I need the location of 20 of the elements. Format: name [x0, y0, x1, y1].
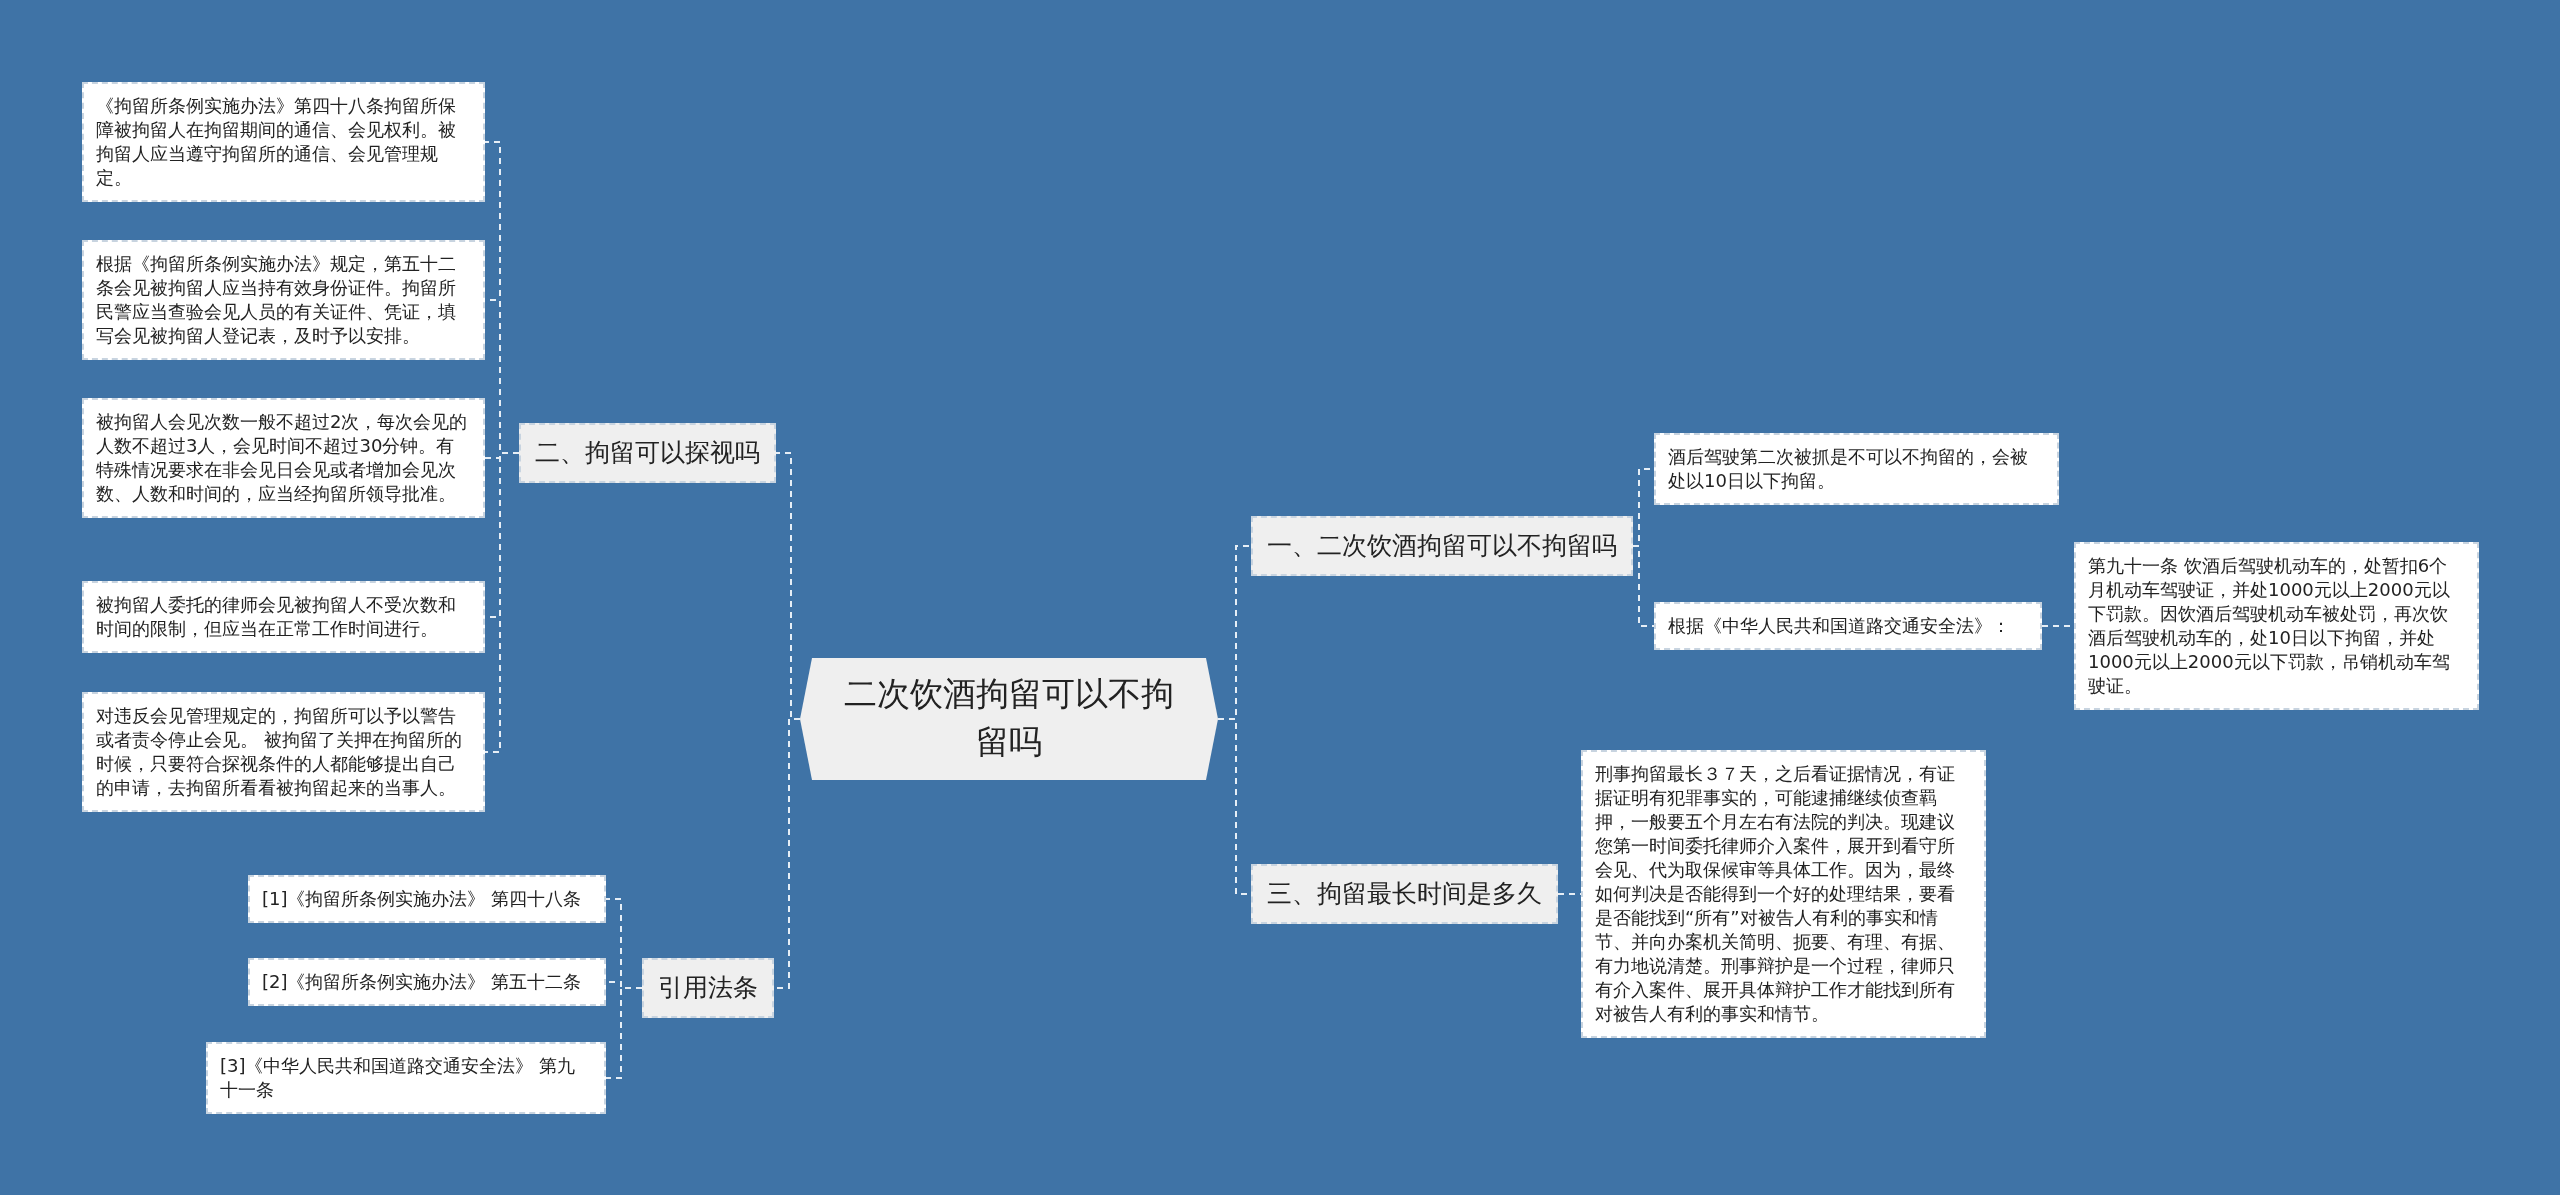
- topic-box: 一、二次饮酒拘留可以不拘留吗: [1251, 516, 1633, 576]
- connector: [1632, 545, 1655, 627]
- connector: [605, 987, 643, 1079]
- text-box: 对违反会见管理规定的，拘留所可以予以警告或者责令停止会见。 被拘留了关押在拘留所的时候，只要符合探视条件的人都能够提出自己的申请，去拘留所看看被拘留起来的当事人。: [82, 692, 485, 812]
- text-box: 《拘留所条例实施办法》第四十八条拘留所保障被拘留人在拘留期间的通信、会见权利。被拘留人应当遵守拘留所的通信、会见管理规定。: [82, 82, 485, 202]
- text-box: 被拘留人会见次数一般不超过2次，每次会见的人数不超过3人，会见时间不超过30分钟。有特殊情况要求在非会见日会见或者增加会见次数、人数和时间的，应当经拘留所领导批准。: [82, 398, 485, 518]
- text-box: [2]《拘留所条例实施办法》 第五十二条: [248, 958, 606, 1006]
- text-box: 第九十一条 饮酒后驾驶机动车的，处暂扣6个月机动车驾驶证，并处1000元以上2000元以下罚款。因饮酒后驾驶机动车被处罚，再次饮酒后驾驶机动车的，处10日以下拘留，并处1000元以上2000元以下罚款，吊销机动车驾驶证。: [2074, 542, 2479, 710]
- topic-box: 二、拘留可以探视吗: [519, 423, 776, 483]
- text-box: 刑事拘留最长３７天，之后看证据情况，有证据证明有犯罪事实的，可能逮捕继续侦查羁押，一般要五个月左右有法院的判决。现建议您第一时间委托律师介入案件，展开到看守所会见、代为取保候审等具体工作。因为，最终如何判决是否能得到一个好的处理结果，要看是否能找到“所有”对被告人有利的事实和情节、并向办案机关简明、扼要、有理、有据、有力地说清楚。刑事辩护是一个过程，律师只有介入案件、展开具体辩护工作才能找到所有对被告人有利的事实和情节。: [1581, 750, 1986, 1038]
- topic-box: 引用法条: [642, 958, 774, 1018]
- connector: [484, 452, 520, 753]
- text-box: 根据《中华人民共和国道路交通安全法》：: [1654, 602, 2042, 650]
- text-box: [3]《中华人民共和国道路交通安全法》 第九十一条: [206, 1042, 606, 1114]
- text-box: 被拘留人委托的律师会见被拘留人不受次数和时间的限制，但应当在正常工作时间进行。: [82, 581, 485, 653]
- text-box: [1]《拘留所条例实施办法》 第四十八条: [248, 875, 606, 923]
- topic-box: 三、拘留最长时间是多久: [1251, 864, 1558, 924]
- text-box: 酒后驾驶第二次被抓是不可以不拘留的，会被处以10日以下拘留。: [1654, 433, 2059, 505]
- text-box: 根据《拘留所条例实施办法》规定，第五十二条会见被拘留人应当持有效身份证件。拘留所民警应当查验会见人员的有关证件、凭证，填写会见被拘留人登记表，及时予以安排。: [82, 240, 485, 360]
- central-topic: 二次饮酒拘留可以不拘留吗: [800, 658, 1218, 780]
